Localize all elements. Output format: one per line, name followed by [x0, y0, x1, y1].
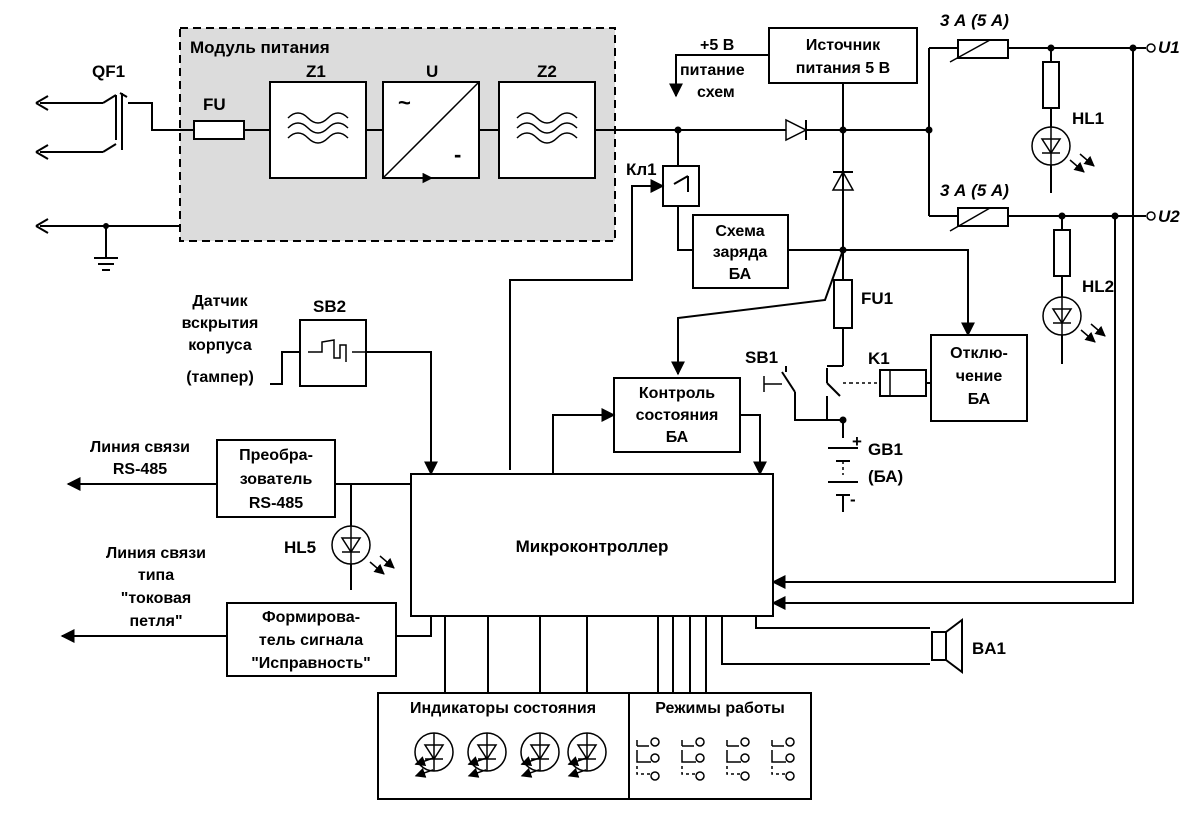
- led-hl2: [1042, 296, 1082, 336]
- microcontroller-box: [410, 473, 774, 617]
- led-hl2-rays: [1081, 324, 1105, 342]
- relay-k1-label: K1: [868, 349, 890, 368]
- supply-out-line1: +5 В: [700, 37, 734, 54]
- converter485-line2: зователь: [240, 471, 313, 488]
- control-line1: Контроль: [639, 385, 715, 402]
- disconnect-box: [930, 334, 1028, 422]
- converter485-line3: RS-485: [249, 495, 303, 512]
- disconnect-line3: БА: [968, 391, 991, 408]
- buzzer-ba1-label: BA1: [972, 639, 1006, 658]
- led-hl5-rays: [370, 556, 394, 574]
- tamper-line2: вскрытия: [182, 315, 259, 332]
- fuse-u2-label: 3 А (5 А): [940, 181, 1009, 200]
- switch-sb1: [763, 366, 830, 421]
- converter-u-label: U: [426, 62, 438, 81]
- buzzer-ba1: [931, 631, 947, 661]
- filter-z1: [269, 81, 367, 179]
- led-hl1-rays: [1070, 154, 1094, 172]
- current-loop-line1: Линия связи: [106, 545, 206, 562]
- battery-gb1: [828, 447, 858, 512]
- filter-z2: [498, 81, 596, 179]
- converter-dc-symbol: -: [454, 142, 461, 167]
- supply-5v-line1: Источник: [806, 37, 881, 54]
- tamper-switch-label: SB2: [313, 297, 346, 316]
- disconnect-line1: Отклю-: [950, 345, 1008, 362]
- switch-sb1-label: SB1: [745, 348, 778, 367]
- fuse-fu-label: FU: [203, 95, 226, 114]
- converter-rs485-box: [216, 439, 336, 518]
- signal-former-line3: "Исправность": [251, 655, 371, 672]
- filter-z2-label: Z2: [537, 62, 557, 81]
- rs485-line1: Линия связи: [90, 439, 190, 456]
- charge-line2: заряда: [713, 244, 768, 261]
- led-hl5-label: HL5: [284, 538, 316, 557]
- rs485-line2: RS-485: [113, 461, 167, 478]
- breaker-qf1: [35, 92, 180, 160]
- tamper-line1: Датчик: [192, 293, 248, 310]
- resistor-hl1: [1042, 61, 1060, 109]
- charge-line1: Схема: [715, 223, 764, 240]
- converter485-line1: Преобра-: [239, 447, 313, 464]
- led-hl1-label: HL1: [1072, 109, 1104, 128]
- diode-main: [785, 118, 808, 142]
- converter-ac-symbol: ~: [398, 90, 411, 115]
- current-loop-line4: петля": [129, 613, 182, 630]
- tamper-line4: (тампер): [186, 369, 254, 386]
- indicators-label: Индикаторы состояния: [410, 700, 596, 717]
- battery-minus: -: [850, 490, 856, 509]
- power-module-title: Модуль питания: [190, 38, 330, 57]
- tamper-switch-sb2: [299, 319, 367, 387]
- battery-gb1-label: GB1: [868, 440, 903, 459]
- breaker-qf1-label: QF1: [92, 62, 125, 81]
- current-loop-line3: "токовая: [121, 590, 191, 607]
- control-line3: БА: [666, 429, 689, 446]
- supply-out-line3: схем: [697, 84, 735, 101]
- battery-gb1-sub: (БА): [868, 467, 903, 486]
- fuse-fu: [193, 120, 245, 140]
- led-hl5: [331, 525, 371, 565]
- modes-panel: [628, 692, 812, 800]
- current-loop-line2: типа: [138, 567, 174, 584]
- signal-former-line2: тель сигнала: [259, 632, 363, 649]
- relay-kl1-label: Кл1: [626, 160, 657, 179]
- signal-former-box: [226, 602, 397, 677]
- modes-label: Режимы работы: [655, 700, 785, 717]
- charge-circuit-box: [692, 214, 789, 289]
- control-line2: состояния: [636, 407, 719, 424]
- signal-former-line1: Формирова-: [262, 609, 360, 626]
- supply-out-line2: питание: [680, 62, 745, 79]
- fuse-u1-label: 3 А (5 А): [940, 11, 1009, 30]
- contact-k1: [826, 365, 880, 420]
- tamper-line3: корпуса: [188, 337, 252, 354]
- fuse-fu1: [833, 279, 853, 329]
- fuse-u1: [957, 39, 1009, 59]
- out-u2-label: U2: [1158, 207, 1180, 226]
- microcontroller-label: Микроконтроллер: [516, 537, 669, 556]
- led-hl2-label: HL2: [1082, 277, 1114, 296]
- charge-line3: БА: [729, 266, 752, 283]
- relay-k1-coil: [879, 369, 927, 397]
- fuse-u2: [957, 207, 1009, 227]
- battery-plus: +: [852, 432, 862, 451]
- out-u1-label: U1: [1158, 38, 1180, 57]
- resistor-hl2: [1053, 229, 1071, 277]
- supply-5v-line2: питания 5 В: [796, 60, 890, 77]
- diode-battery: [831, 170, 855, 191]
- relay-kl1: [662, 165, 700, 207]
- fuse-fu1-label: FU1: [861, 289, 893, 308]
- disconnect-line2: чение: [956, 368, 1003, 385]
- led-hl1: [1031, 126, 1071, 166]
- filter-z1-label: Z1: [306, 62, 326, 81]
- ground-line: [35, 218, 180, 271]
